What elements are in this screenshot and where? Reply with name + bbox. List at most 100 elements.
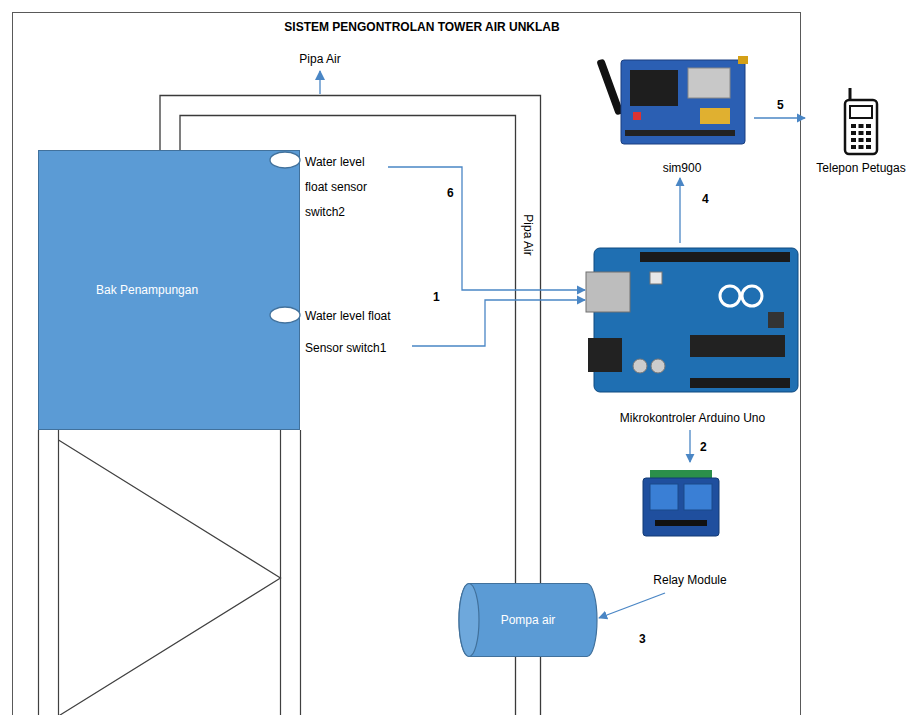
node-label: Pompa air <box>501 613 556 627</box>
arduino-uno-board <box>586 248 798 392</box>
label-holder: Pipa Air <box>521 213 535 256</box>
gsm-board <box>621 60 745 144</box>
pin-header <box>625 130 735 136</box>
board <box>594 248 798 392</box>
led <box>633 112 641 120</box>
connector <box>738 56 748 64</box>
capacitor <box>633 359 647 373</box>
sensor-text-holder: Water level float sensor switch2 <box>305 150 385 225</box>
tower-frame <box>39 430 301 715</box>
relay <box>650 484 678 510</box>
float-sensor: Water level float Sensor switch1 <box>268 300 409 364</box>
key <box>866 138 871 142</box>
relay-board <box>643 478 719 536</box>
callout-number: 3 <box>638 632 647 646</box>
callout-holder: 5 <box>776 98 785 112</box>
float-switch <box>268 300 302 326</box>
key <box>859 124 864 128</box>
reset-button <box>650 272 662 284</box>
float-switch-body <box>270 152 300 168</box>
callout-number: 4 <box>701 192 710 206</box>
component <box>700 108 730 124</box>
relay-module <box>643 470 719 536</box>
phone-body <box>845 100 877 154</box>
key <box>866 131 871 135</box>
diagram-title: SISTEM PENGONTROLAN TOWER AIR UNKLAB <box>284 20 559 34</box>
sim900-module <box>596 56 748 144</box>
phone-icon <box>845 88 877 154</box>
microcontroller-chip <box>690 335 785 357</box>
signal-arrow <box>412 300 585 346</box>
node-label: Water level float sensor switch2 <box>305 150 385 225</box>
key <box>859 138 864 142</box>
callout-holder: 3 <box>638 632 647 646</box>
logo-ring <box>742 286 762 306</box>
phone-node: Telepon Petugas <box>805 88 917 178</box>
phone-keypad <box>851 124 871 149</box>
callout-number: 2 <box>699 440 708 454</box>
pipe-leader <box>319 71 320 94</box>
float-switch <box>268 150 302 170</box>
water-tank: Bak Penampungan <box>38 150 300 430</box>
float-sensor: Water level float sensor switch2 <box>268 150 385 225</box>
node-label: Mikrokontroler Arduino Uno <box>620 411 765 425</box>
tower-leg <box>58 430 59 715</box>
icsp-header <box>768 312 784 328</box>
key <box>851 145 856 149</box>
tower-brace <box>59 440 281 715</box>
relay-node: Relay Module <box>630 462 750 590</box>
tower-leg <box>38 430 39 715</box>
key <box>851 124 856 128</box>
callout-holder: 1 <box>432 290 441 304</box>
signal-arrow <box>388 167 585 290</box>
node-label: Bak Penampungan <box>96 283 198 297</box>
float-switch-body <box>270 307 300 323</box>
key <box>851 138 856 142</box>
key <box>859 131 864 135</box>
sensor-text-holder: Water level float Sensor switch1 <box>305 300 409 364</box>
callout-holder: 6 <box>446 186 455 200</box>
callout-number: 1 <box>432 290 441 304</box>
pin-header <box>690 378 790 388</box>
callout-number: 5 <box>776 98 785 112</box>
node-label: sim900 <box>663 161 702 175</box>
callout-holder: 2 <box>699 440 708 454</box>
antenna <box>596 58 623 115</box>
gsm-module: sim900 <box>612 52 752 178</box>
pin-header <box>640 252 790 262</box>
pump-end <box>459 584 479 657</box>
key <box>851 131 856 135</box>
callout-number: 6 <box>446 186 455 200</box>
water-pump: Pompa air <box>458 583 598 657</box>
pump-body <box>459 584 597 657</box>
node-label: Relay Module <box>653 573 726 587</box>
pipe-label: Pipa Air <box>298 52 341 66</box>
key <box>859 145 864 149</box>
title-holder: SISTEM PENGONTROLAN TOWER AIR UNKLAB <box>16 17 828 35</box>
phone-screen <box>850 106 872 118</box>
signal-arrow <box>689 430 690 462</box>
power-jack <box>588 338 622 372</box>
microcontroller: Mikrokontroler Arduino Uno <box>585 245 800 428</box>
system-frame <box>13 13 801 715</box>
capacitor <box>651 359 665 373</box>
label-holder: Pipa Air <box>298 52 341 66</box>
logo-ring <box>720 286 740 306</box>
callout-holder: 4 <box>701 192 710 206</box>
tower-leg <box>300 430 301 715</box>
signal-arrow <box>679 178 680 243</box>
relay <box>684 484 712 510</box>
sim-holder <box>688 68 730 98</box>
pin-header <box>655 520 707 526</box>
key <box>866 124 871 128</box>
signal-arrow <box>599 593 665 618</box>
gsm-chip <box>630 70 678 106</box>
usb-port <box>586 272 630 312</box>
signal-arrow <box>754 117 805 118</box>
key <box>866 145 871 149</box>
pipe-label: Pipa Air <box>521 213 535 256</box>
tower-leg <box>280 430 281 715</box>
node-label: Water level float Sensor switch1 <box>305 300 409 364</box>
node-label: Telepon Petugas <box>816 161 905 175</box>
